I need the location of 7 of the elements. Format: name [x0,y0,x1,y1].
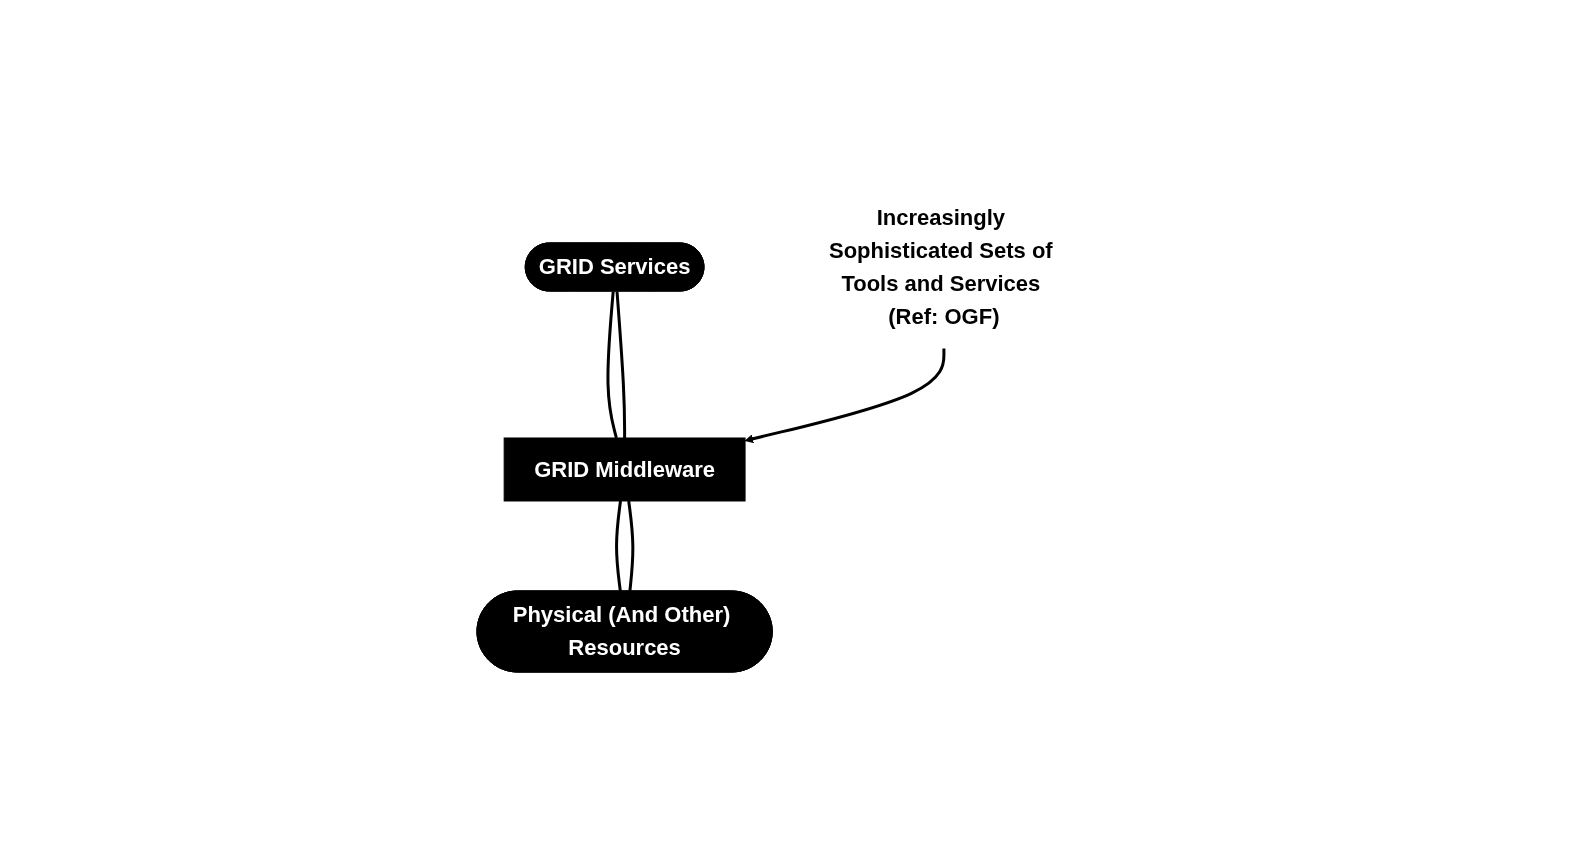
connector [627,500,635,592]
connector [606,290,618,438]
connector [615,500,623,592]
node-text: Increasingly Sophisticated Sets of Tools and Services (Ref: OGF) [829,204,1053,329]
arrow [744,347,946,443]
connector [615,290,627,438]
node-box: GRID Middleware [503,437,746,501]
